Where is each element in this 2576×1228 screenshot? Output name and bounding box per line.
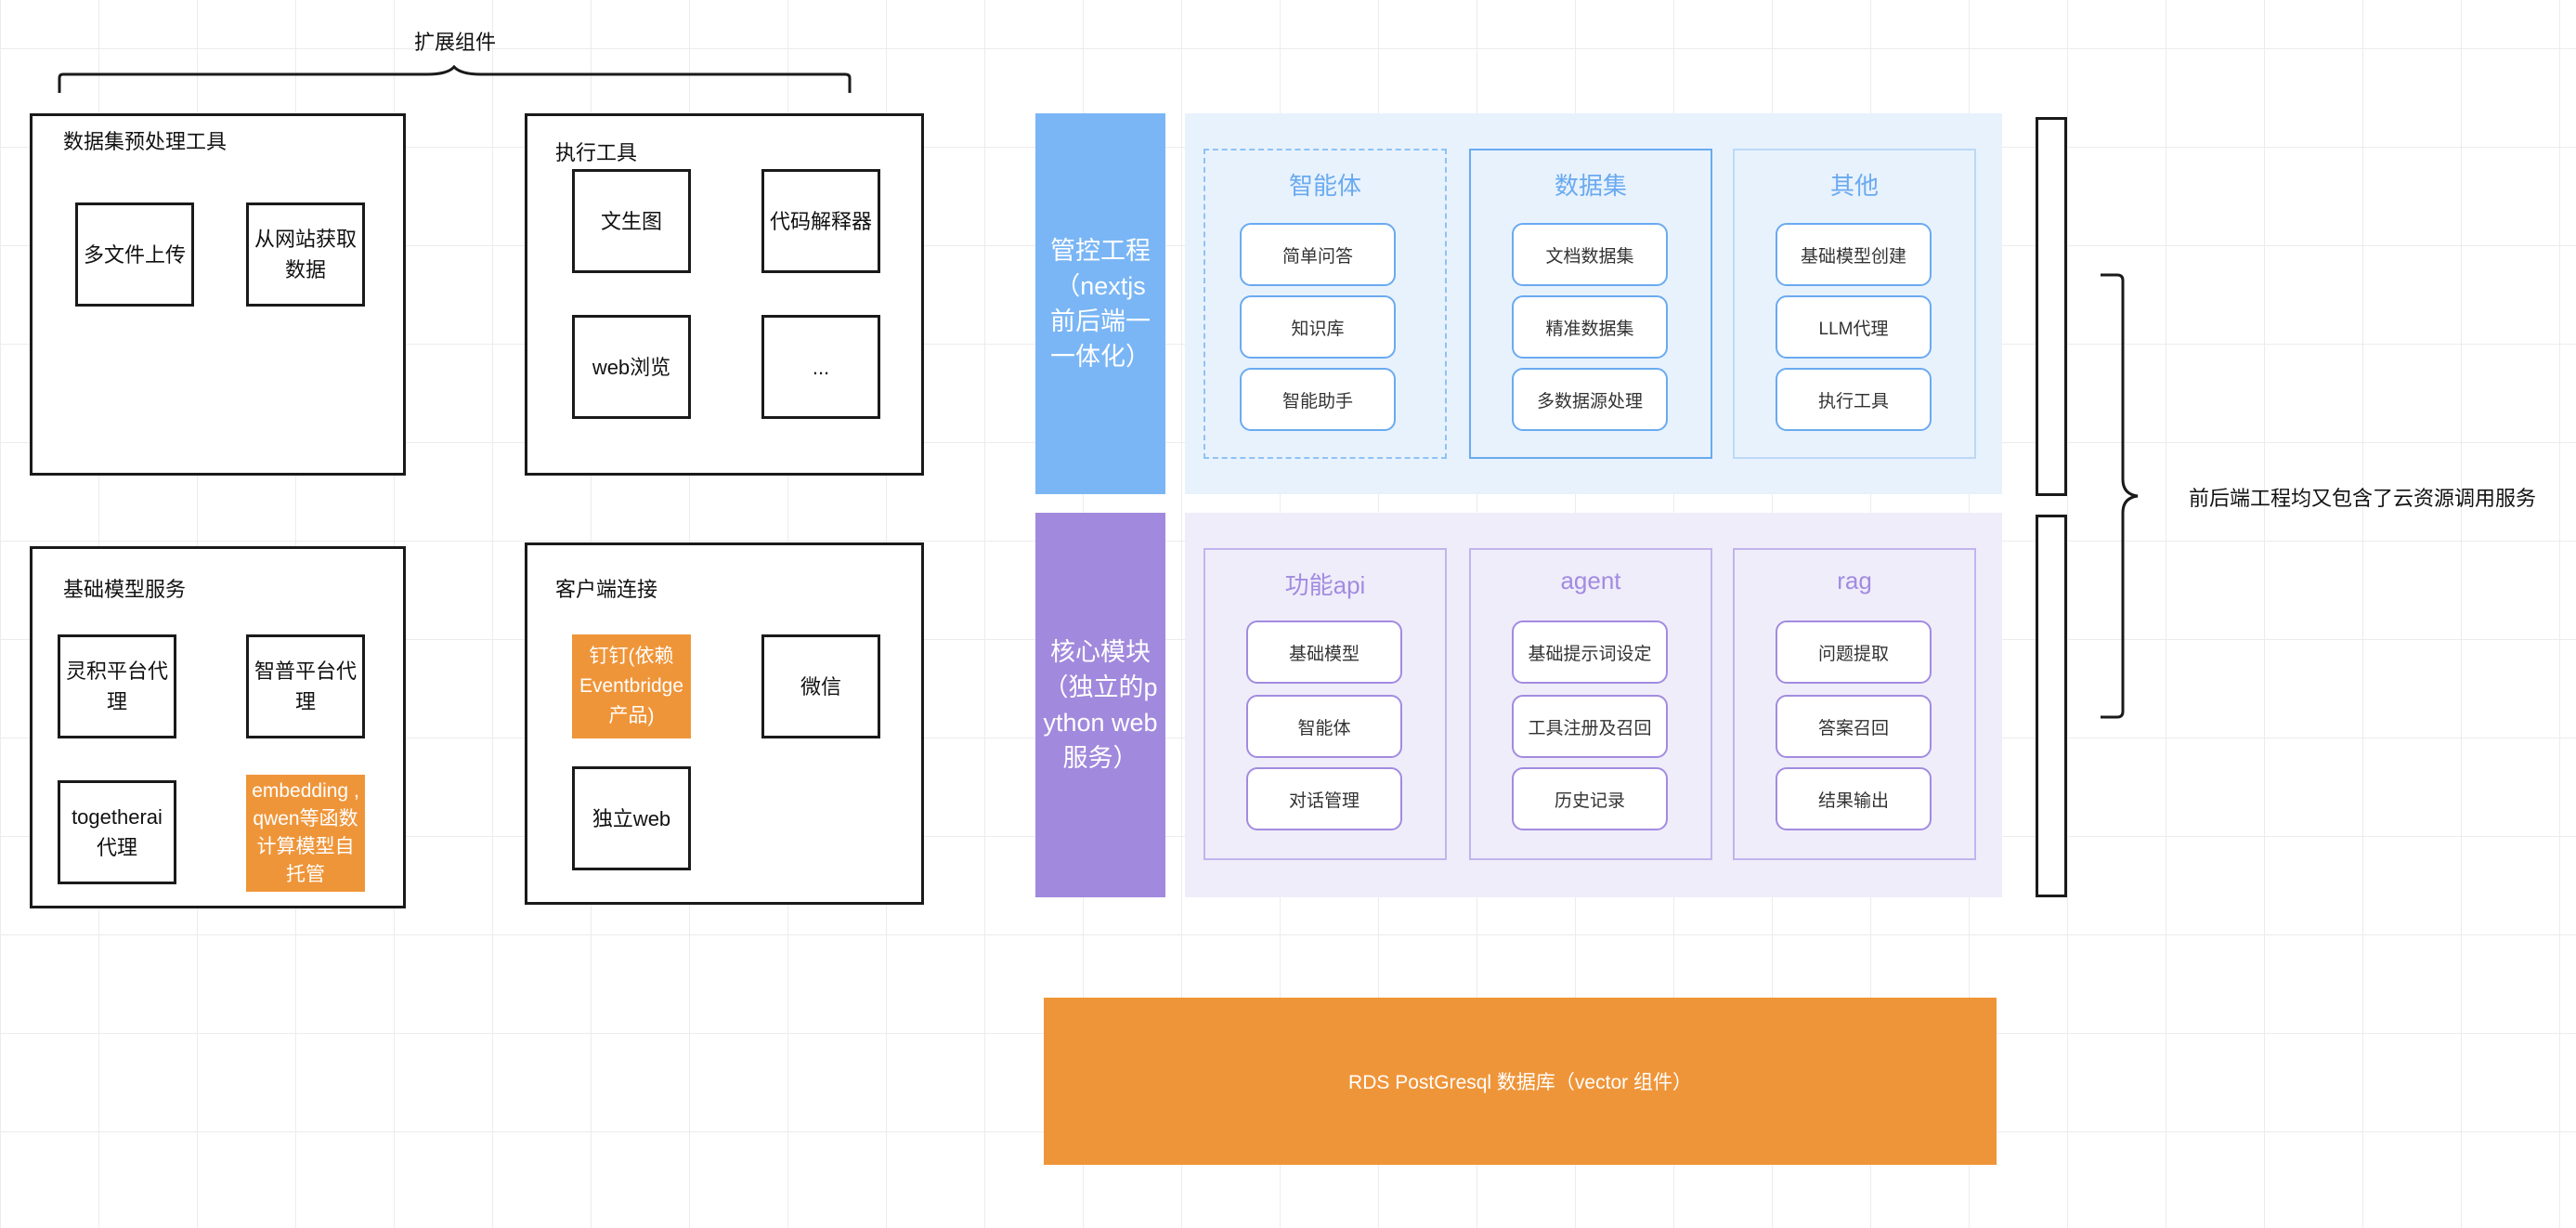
client-title: 客户端连接: [555, 578, 658, 601]
togetherai-proxy-node: togetherai代理: [58, 780, 176, 884]
mgmt-dataset-item-2: 多数据源处理: [1512, 368, 1668, 431]
extension-label: 扩展组件: [414, 31, 497, 54]
core-agent-item-1: 工具注册及召回: [1512, 695, 1668, 758]
mgmt-agent-item-0: 简单问答: [1240, 223, 1396, 286]
lingji-proxy-node: 灵积平台代理: [58, 634, 176, 738]
mgmt-other-item-1: LLM代理: [1776, 295, 1932, 359]
embedding-selfhost-node: embedding , qwen等函数计算模型自托管: [246, 775, 365, 892]
exec-tools-box: [525, 113, 924, 476]
text-to-image-node: 文生图: [572, 169, 691, 273]
mgmt-agent-item-2: 智能助手: [1240, 368, 1396, 431]
core-rag-item-2: 结果输出: [1776, 767, 1932, 830]
core-col-rag: [1733, 548, 1976, 860]
core-api-item-1: 智能体: [1246, 695, 1402, 758]
mgmt-other-item-0: 基础模型创建: [1776, 223, 1932, 286]
core-col-rag-title: rag: [1837, 567, 1872, 594]
core-col-agent-title: agent: [1560, 567, 1621, 594]
core-rag-item-1: 答案召回: [1776, 695, 1932, 758]
web-fetch-node: 从网站获取数据: [246, 202, 365, 307]
mgmt-col-agent-title: 智能体: [1288, 172, 1361, 200]
mgmt-band-label: 管控工程（nextjs 前后端一一体化）: [1050, 237, 1151, 371]
mgmt-dataset-item-0: 文档数据集: [1512, 223, 1668, 286]
core-col-api-title: 功能api: [1284, 571, 1366, 599]
wechat-node: 微信: [761, 634, 880, 738]
web-browse-node: web浏览: [572, 315, 691, 419]
core-side-bar: [2036, 515, 2067, 897]
core-band: 核心模块（独立的python web服务）: [1035, 513, 1165, 897]
mgmt-side-bar: [2036, 117, 2067, 496]
base-model-title: 基础模型服务: [63, 578, 187, 601]
zhipu-proxy-node: 智普平台代理: [246, 634, 365, 738]
core-api-item-0: 基础模型: [1246, 621, 1402, 684]
extension-brace: [58, 65, 852, 93]
core-col-agent: [1469, 548, 1712, 860]
core-agent-item-0: 基础提示词设定: [1512, 621, 1668, 684]
multi-file-upload-node: 多文件上传: [75, 202, 194, 307]
cloud-resource-brace: [2101, 273, 2139, 719]
dataset-tools-title: 数据集预处理工具: [63, 130, 228, 153]
mgmt-agent-item-1: 知识库: [1240, 295, 1396, 359]
core-agent-item-2: 历史记录: [1512, 767, 1668, 830]
mgmt-col-other-title: 其他: [1829, 172, 1879, 200]
database-label: RDS PostGresql 数据库（vector 组件）: [1348, 1072, 1692, 1093]
mgmt-col-other: [1733, 149, 1976, 459]
database-block: RDS PostGresql 数据库（vector 组件）: [1044, 998, 1997, 1165]
dingtalk-node: 钉钉(依赖Eventbridge产品): [572, 634, 691, 738]
mgmt-col-dataset-title: 数据集: [1554, 172, 1627, 200]
code-interpreter-node: 代码解释器: [761, 169, 880, 273]
core-col-api: [1203, 548, 1447, 860]
core-rag-item-0: 问题提取: [1776, 621, 1932, 684]
standalone-web-node: 独立web: [572, 766, 691, 870]
more-tools-node: ...: [761, 315, 880, 419]
core-api-item-2: 对话管理: [1246, 767, 1402, 830]
mgmt-col-agent: [1203, 149, 1447, 459]
mgmt-col-dataset: [1469, 149, 1712, 459]
mgmt-band: 管控工程（nextjs 前后端一一体化）: [1035, 113, 1165, 494]
cloud-resource-note: 前后端工程均又包含了云资源调用服务: [2189, 487, 2537, 510]
mgmt-other-item-2: 执行工具: [1776, 368, 1932, 431]
mgmt-dataset-item-1: 精准数据集: [1512, 295, 1668, 359]
core-band-label: 核心模块（独立的python web服务）: [1043, 638, 1158, 772]
exec-tools-title: 执行工具: [555, 141, 638, 164]
